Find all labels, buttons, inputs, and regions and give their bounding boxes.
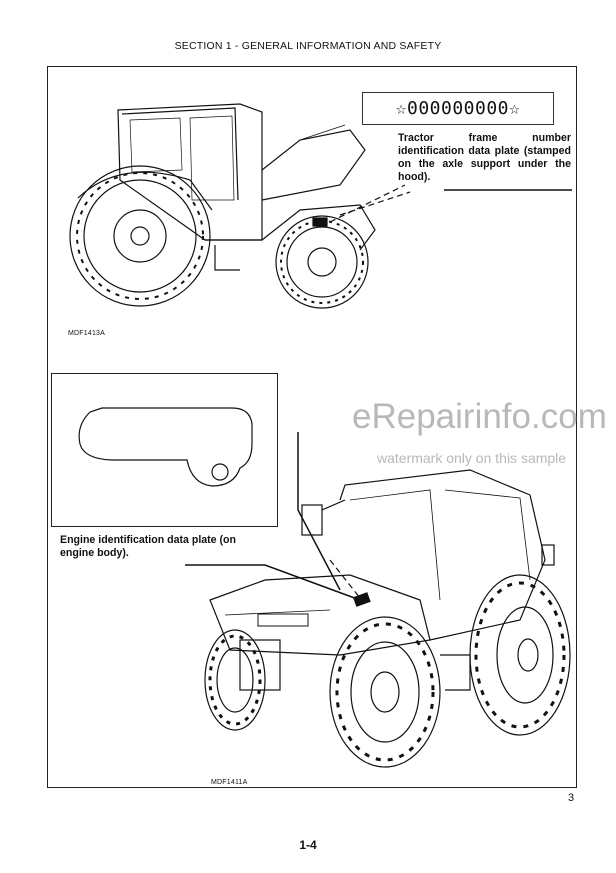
- engine-plate-outline: [78, 407, 253, 487]
- page-number: 3: [568, 792, 575, 804]
- watermark-site: eRepairinfo.com: [352, 397, 607, 436]
- figure-frame: [47, 66, 577, 788]
- engine-plate-caption: Engine identification data plate (on eng…: [60, 534, 236, 559]
- serial-number-box: ☆000000000☆: [362, 92, 554, 125]
- figure-code-top: MDF1413A: [68, 330, 106, 337]
- frame-plate-caption: Tractor frame number identification data…: [398, 132, 571, 183]
- section-header: SECTION 1 - GENERAL INFORMATION AND SAFE…: [174, 40, 442, 52]
- figure-code-bottom: MDF1411A: [211, 779, 248, 786]
- engine-plate-inset: [51, 373, 278, 527]
- page-footer: 1-4: [299, 838, 317, 852]
- watermark-note: watermark only on this sample: [377, 450, 567, 466]
